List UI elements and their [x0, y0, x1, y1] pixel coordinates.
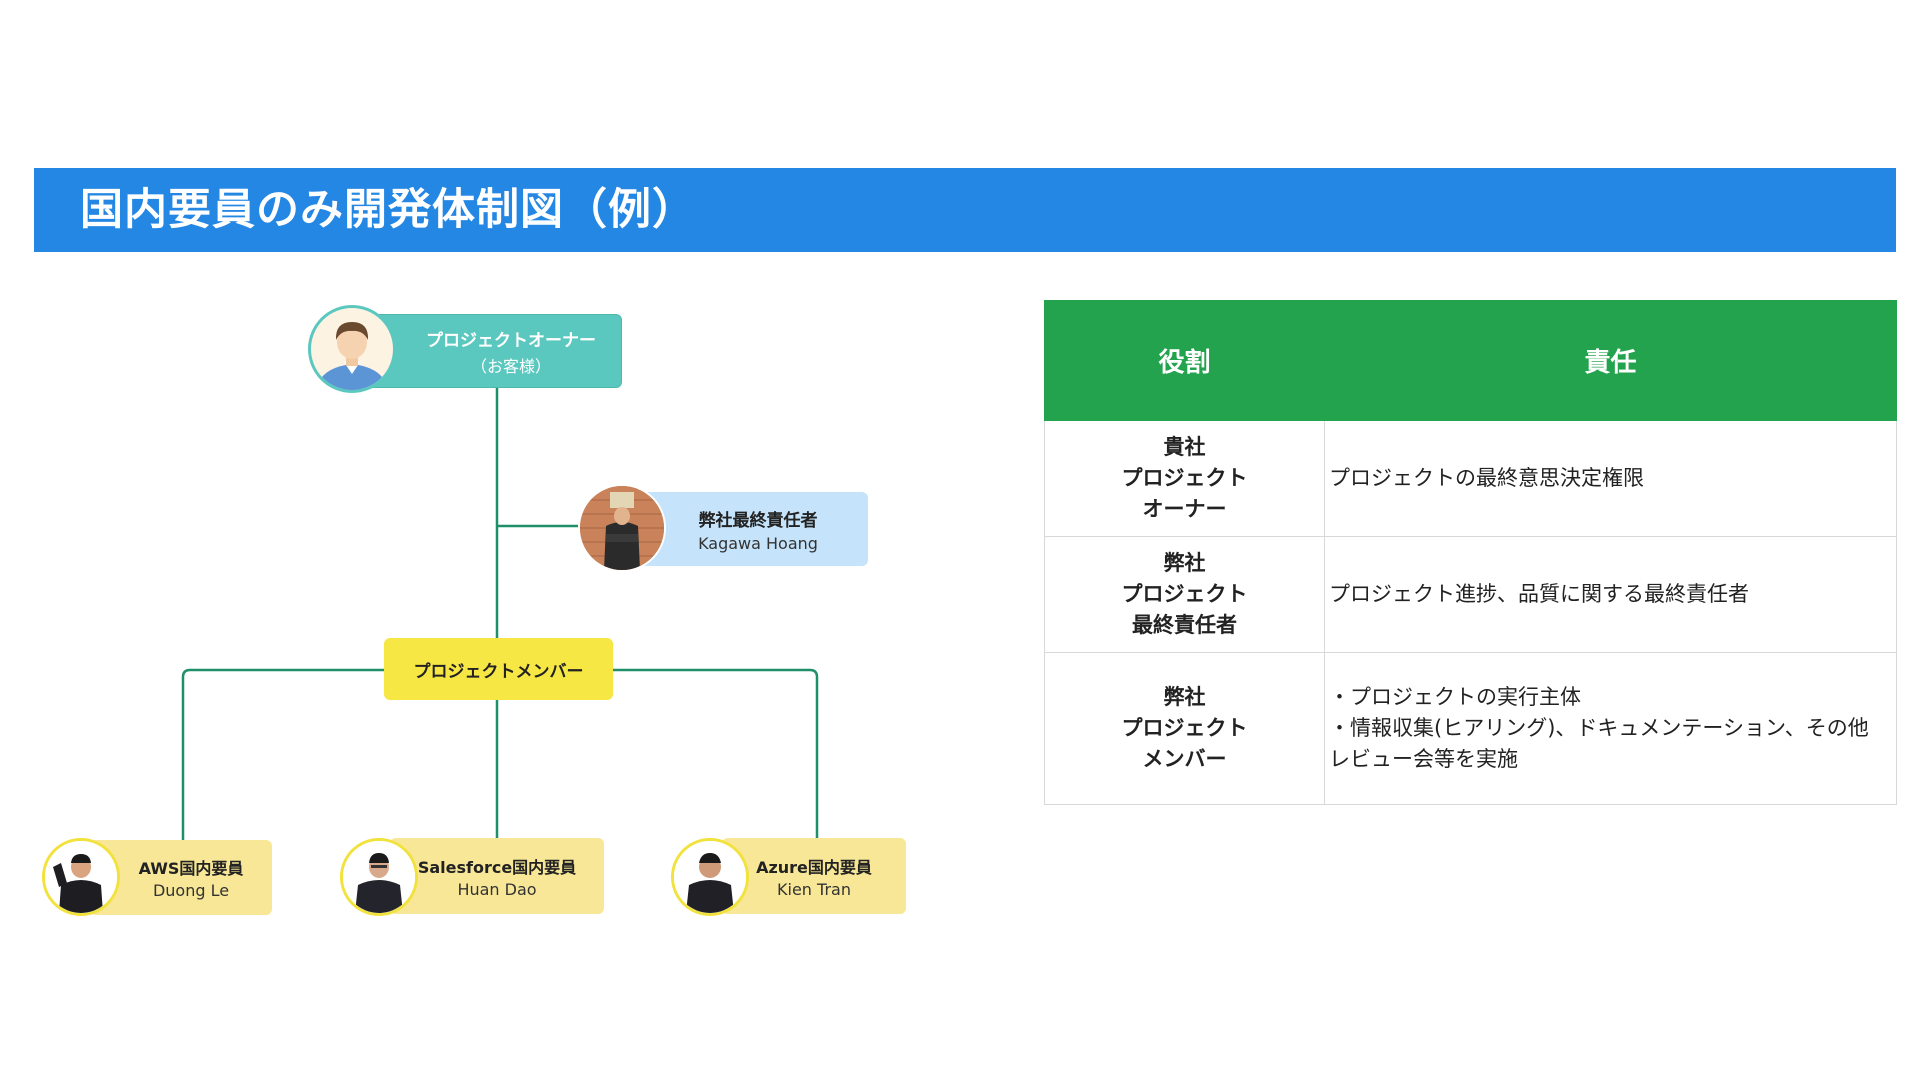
lead-name: Kagawa Hoang: [698, 533, 818, 553]
role-line: メンバー: [1142, 747, 1227, 771]
engineer-title: AWS国内要員: [138, 859, 244, 878]
role-line: プロジェクト: [1121, 582, 1248, 606]
connector-members-to-aws: [181, 668, 384, 840]
engineer-avatar-aws: [42, 838, 120, 916]
table-row: 貴社 プロジェクト オーナー プロジェクトの最終意思決定権限: [1044, 420, 1897, 537]
responsibility-cell: プロジェクトの最終意思決定権限: [1324, 420, 1897, 537]
person-photo-icon: [674, 841, 746, 913]
role-cell: 弊社 プロジェクト メンバー: [1044, 652, 1325, 805]
engineer-name: Kien Tran: [777, 879, 851, 899]
responsibility-line: プロジェクト進捗、品質に関する最終責任者: [1329, 582, 1749, 606]
table-row: 弊社 プロジェクト 最終責任者 プロジェクト進捗、品質に関する最終責任者: [1044, 536, 1897, 653]
person-photo-icon: [580, 486, 664, 570]
role-line: 貴社: [1163, 435, 1206, 459]
table-header-row: 役割 責任: [1044, 300, 1897, 421]
owner-node: プロジェクトオーナー （お客様）: [360, 314, 622, 388]
role-line: 弊社: [1163, 551, 1206, 575]
role-cell: 貴社 プロジェクト オーナー: [1044, 420, 1325, 537]
engineer-name: Huan Dao: [457, 879, 537, 899]
members-node: プロジェクトメンバー: [384, 638, 613, 700]
page-title: 国内要員のみ開発体制図（例）: [80, 185, 696, 235]
lead-avatar: [578, 484, 666, 572]
engineer-avatar-salesforce: [340, 838, 418, 916]
responsibility-line: プロジェクトの最終意思決定権限: [1329, 466, 1644, 490]
responsibility-cell: プロジェクト進捗、品質に関する最終責任者: [1324, 536, 1897, 653]
title-bar: 国内要員のみ開発体制図（例）: [34, 168, 1896, 252]
engineer-title: Salesforce国内要員: [417, 857, 577, 877]
person-photo-icon: [45, 841, 117, 913]
engineer-node-salesforce: Salesforce国内要員 Huan Dao: [390, 838, 604, 914]
table-row: 弊社 プロジェクト メンバー ・プロジェクトの実行主体 ・情報収集(ヒアリング)…: [1044, 652, 1897, 805]
owner-subtitle: （お客様）: [470, 356, 551, 376]
engineer-node-aws: AWS国内要員 Duong Le: [90, 840, 272, 915]
role-line: オーナー: [1142, 497, 1227, 521]
members-title: プロジェクトメンバー: [413, 661, 584, 682]
responsibility-line: レビュー会等を実施: [1329, 747, 1518, 771]
role-line: プロジェクト: [1121, 716, 1248, 740]
person-photo-icon: [343, 841, 415, 913]
engineer-avatar-azure: [671, 838, 749, 916]
column-header-role: 役割: [1044, 300, 1325, 421]
role-line: 弊社: [1163, 685, 1206, 709]
responsibility-line: ・情報収集(ヒアリング)、ドキュメンテーション、その他: [1329, 716, 1869, 740]
role-line: 最終責任者: [1132, 613, 1237, 637]
person-icon: [317, 322, 387, 390]
responsibility-line: ・プロジェクトの実行主体: [1329, 685, 1581, 709]
engineer-node-azure: Azure国内要員 Kien Tran: [722, 838, 906, 914]
owner-title: プロジェクトオーナー: [426, 330, 596, 351]
engineer-name: Duong Le: [152, 881, 230, 900]
role-cell: 弊社 プロジェクト 最終責任者: [1044, 536, 1325, 653]
role-line: プロジェクト: [1121, 466, 1248, 490]
responsibility-cell: ・プロジェクトの実行主体 ・情報収集(ヒアリング)、ドキュメンテーション、その他…: [1324, 652, 1897, 805]
connector-members-to-azure: [612, 668, 819, 838]
responsibility-table: 役割 責任 貴社 プロジェクト オーナー プロジェクトの最終意思決定権限 弊社 …: [1044, 300, 1897, 805]
column-header-responsibility: 責任: [1324, 300, 1897, 421]
engineer-title: Azure国内要員: [756, 857, 872, 877]
lead-title: 弊社最終責任者: [698, 510, 818, 531]
owner-avatar: [308, 305, 396, 393]
